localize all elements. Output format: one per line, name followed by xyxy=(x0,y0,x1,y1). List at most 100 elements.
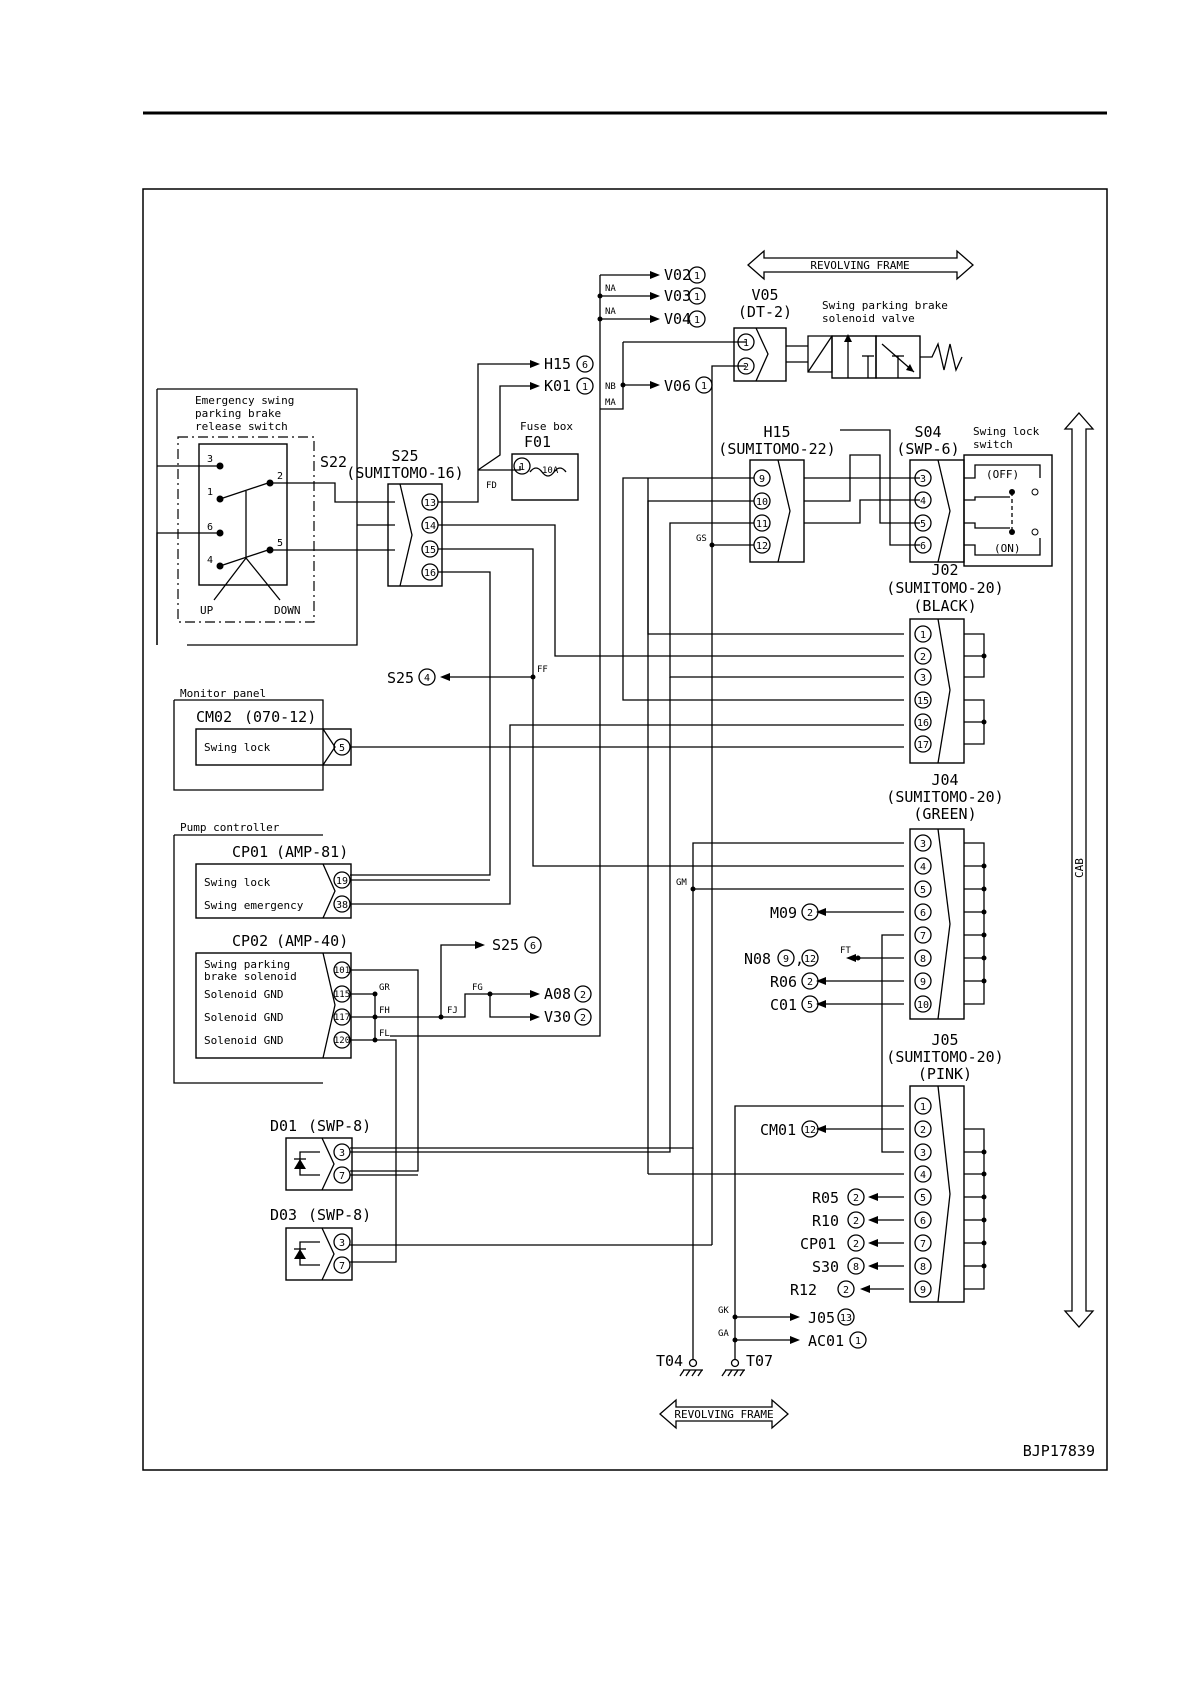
splice-fg: FG xyxy=(472,983,483,993)
cm02-id: CM02 xyxy=(196,708,232,726)
j05-pin-8: 8 xyxy=(920,1262,926,1273)
s04-title-2: switch xyxy=(973,438,1013,451)
ref-r06-name: R06 xyxy=(770,973,797,991)
ref-r05-pin: 2 xyxy=(853,1193,859,1204)
cp01-id: CP01 xyxy=(232,843,268,861)
ref-r05-name: R05 xyxy=(812,1189,839,1207)
ref-v30-name: V30 xyxy=(544,1008,571,1026)
splice-gs: GS xyxy=(696,534,707,544)
cp02-signal-4: Solenoid GND xyxy=(204,1011,283,1024)
j05-pin-3: 3 xyxy=(920,1148,926,1159)
ground-t07: T07 xyxy=(746,1352,773,1370)
diode-d01: D01 (SWP-8) 3 7 xyxy=(270,677,671,1191)
cp02-signal-2: brake solenoid xyxy=(204,970,297,983)
connector-s25: S25 (SUMITOMO-16) 13 14 15 16 xyxy=(346,447,464,587)
ref-v02-pin: 1 xyxy=(694,271,700,282)
splice-ma: MA xyxy=(605,398,616,408)
ref-s30-name: S30 xyxy=(812,1258,839,1276)
splice-na-1: NA xyxy=(605,284,616,294)
s22-pin-1: 1 xyxy=(207,487,213,498)
revolving-frame-bottom-arrow: REVOLVING FRAME xyxy=(659,1398,789,1430)
ref-n08-name: N08 xyxy=(744,950,771,968)
monitor-panel-cm02: Monitor panel CM02 (070-12) Swing lock 5 xyxy=(173,687,904,791)
s22-pin-5: 5 xyxy=(277,538,283,549)
cab-arrow: CAB xyxy=(1063,412,1095,1328)
grounds: T04 T07 GK J05 13 GA AC01 1 xyxy=(656,1148,867,1377)
cp02-pin-117: 117 xyxy=(334,1013,350,1023)
switch-title-3: release switch xyxy=(195,420,288,433)
splice-ff: FF xyxy=(537,665,548,675)
d01-id: D01 xyxy=(270,1117,297,1135)
cab-label: CAB xyxy=(1073,858,1086,878)
ref-a08-pin: 2 xyxy=(580,990,586,1001)
revolving-frame-top-label: REVOLVING FRAME xyxy=(810,259,909,272)
cp01-signal-1: Swing lock xyxy=(204,876,271,889)
ref-c01-pin: 5 xyxy=(807,1000,813,1011)
j05-pin-7: 7 xyxy=(920,1239,926,1250)
s22-pin-4: 4 xyxy=(207,555,213,566)
j02-pin-15: 15 xyxy=(917,696,929,707)
ref-v06-pin: 1 xyxy=(701,381,707,392)
ref-v04-name: V04 xyxy=(664,310,691,328)
ref-n08-sep: , xyxy=(795,950,804,968)
d01-pin-3: 3 xyxy=(339,1148,345,1159)
drawing-code: BJP17839 xyxy=(1023,1442,1095,1460)
s25-pin-15: 15 xyxy=(424,545,436,556)
revolving-frame-top-arrow: REVOLVING FRAME xyxy=(747,249,974,281)
ref-r12-name: R12 xyxy=(790,1281,817,1299)
ref-s25a-name: S25 xyxy=(387,669,414,687)
ref-j05-name: J05 xyxy=(808,1309,835,1327)
j04-id: J04 xyxy=(931,771,958,789)
cp02-signal-1: Swing parking xyxy=(204,958,290,971)
h15-id: H15 xyxy=(763,423,790,441)
ref-h15-pin: 6 xyxy=(582,360,588,371)
monitor-title: Monitor panel xyxy=(180,687,266,700)
cp01-pin-38: 38 xyxy=(336,900,348,911)
ref-s30-pin: 8 xyxy=(853,1262,859,1273)
ref-v06-name: V06 xyxy=(664,377,691,395)
ref-c01-name: C01 xyxy=(770,996,797,1014)
d01-type: (SWP-8) xyxy=(308,1117,371,1135)
v05-type: (DT-2) xyxy=(738,303,792,321)
connector-j05: J05 (SUMITOMO-20) (PINK) 1 2 3 4 5 6 7 8… xyxy=(648,1031,1004,1334)
splice-gr: GR xyxy=(379,983,390,993)
ref-j05-pin: 13 xyxy=(840,1313,852,1324)
connector-h15: H15 (SUMITOMO-22) 9 10 11 12 GS xyxy=(622,423,920,701)
ref-m09-pin: 2 xyxy=(807,908,813,919)
j04-color: (GREEN) xyxy=(913,805,976,823)
ref-s25a-pin: 4 xyxy=(424,673,430,684)
v-refs: NA NA V02 1 V03 1 V04 1 NB MA V06 1 xyxy=(390,266,713,1037)
s22-pin-6: 6 xyxy=(207,522,213,533)
cp02-signal-3: Solenoid GND xyxy=(204,988,283,1001)
switch-title-2: parking brake xyxy=(195,407,281,420)
j04-pin-4: 4 xyxy=(920,862,926,873)
j05-pin-9: 9 xyxy=(920,1285,926,1296)
j05-color: (PINK) xyxy=(918,1065,972,1083)
j05-pin-4: 4 xyxy=(920,1170,926,1181)
ref-r10-name: R10 xyxy=(812,1212,839,1230)
cp02-pin-101: 101 xyxy=(334,966,350,976)
cp02-id: CP02 xyxy=(232,932,268,950)
ref-v03-pin: 1 xyxy=(694,292,700,303)
d03-id: D03 xyxy=(270,1206,297,1224)
ref-cp01-pin: 2 xyxy=(853,1239,859,1250)
cp02-pin-115: 115 xyxy=(334,990,350,1000)
ref-r12-pin: 2 xyxy=(843,1285,849,1296)
pump-title: Pump controller xyxy=(180,821,280,834)
cp01-type: (AMP-81) xyxy=(276,843,348,861)
j02-pin-1: 1 xyxy=(920,630,926,641)
j04-pin-10: 10 xyxy=(917,1000,929,1011)
splice-fh: FH xyxy=(379,1006,390,1016)
ref-k01-pin: 1 xyxy=(582,382,588,393)
j02-pin-17: 17 xyxy=(917,740,929,751)
cp02-type: (AMP-40) xyxy=(276,932,348,950)
ref-h15-name: H15 xyxy=(544,355,571,373)
s04-pin-6: 6 xyxy=(920,541,926,552)
valve-title-1: Swing parking brake xyxy=(822,299,948,312)
fuse-pin: 1 xyxy=(519,462,525,473)
d03-type: (SWP-8) xyxy=(308,1206,371,1224)
j04-pin-7: 7 xyxy=(920,931,926,942)
s25-pin-14: 14 xyxy=(424,521,436,532)
h15-pin-9: 9 xyxy=(759,474,765,485)
s25-pin-13: 13 xyxy=(424,498,436,509)
